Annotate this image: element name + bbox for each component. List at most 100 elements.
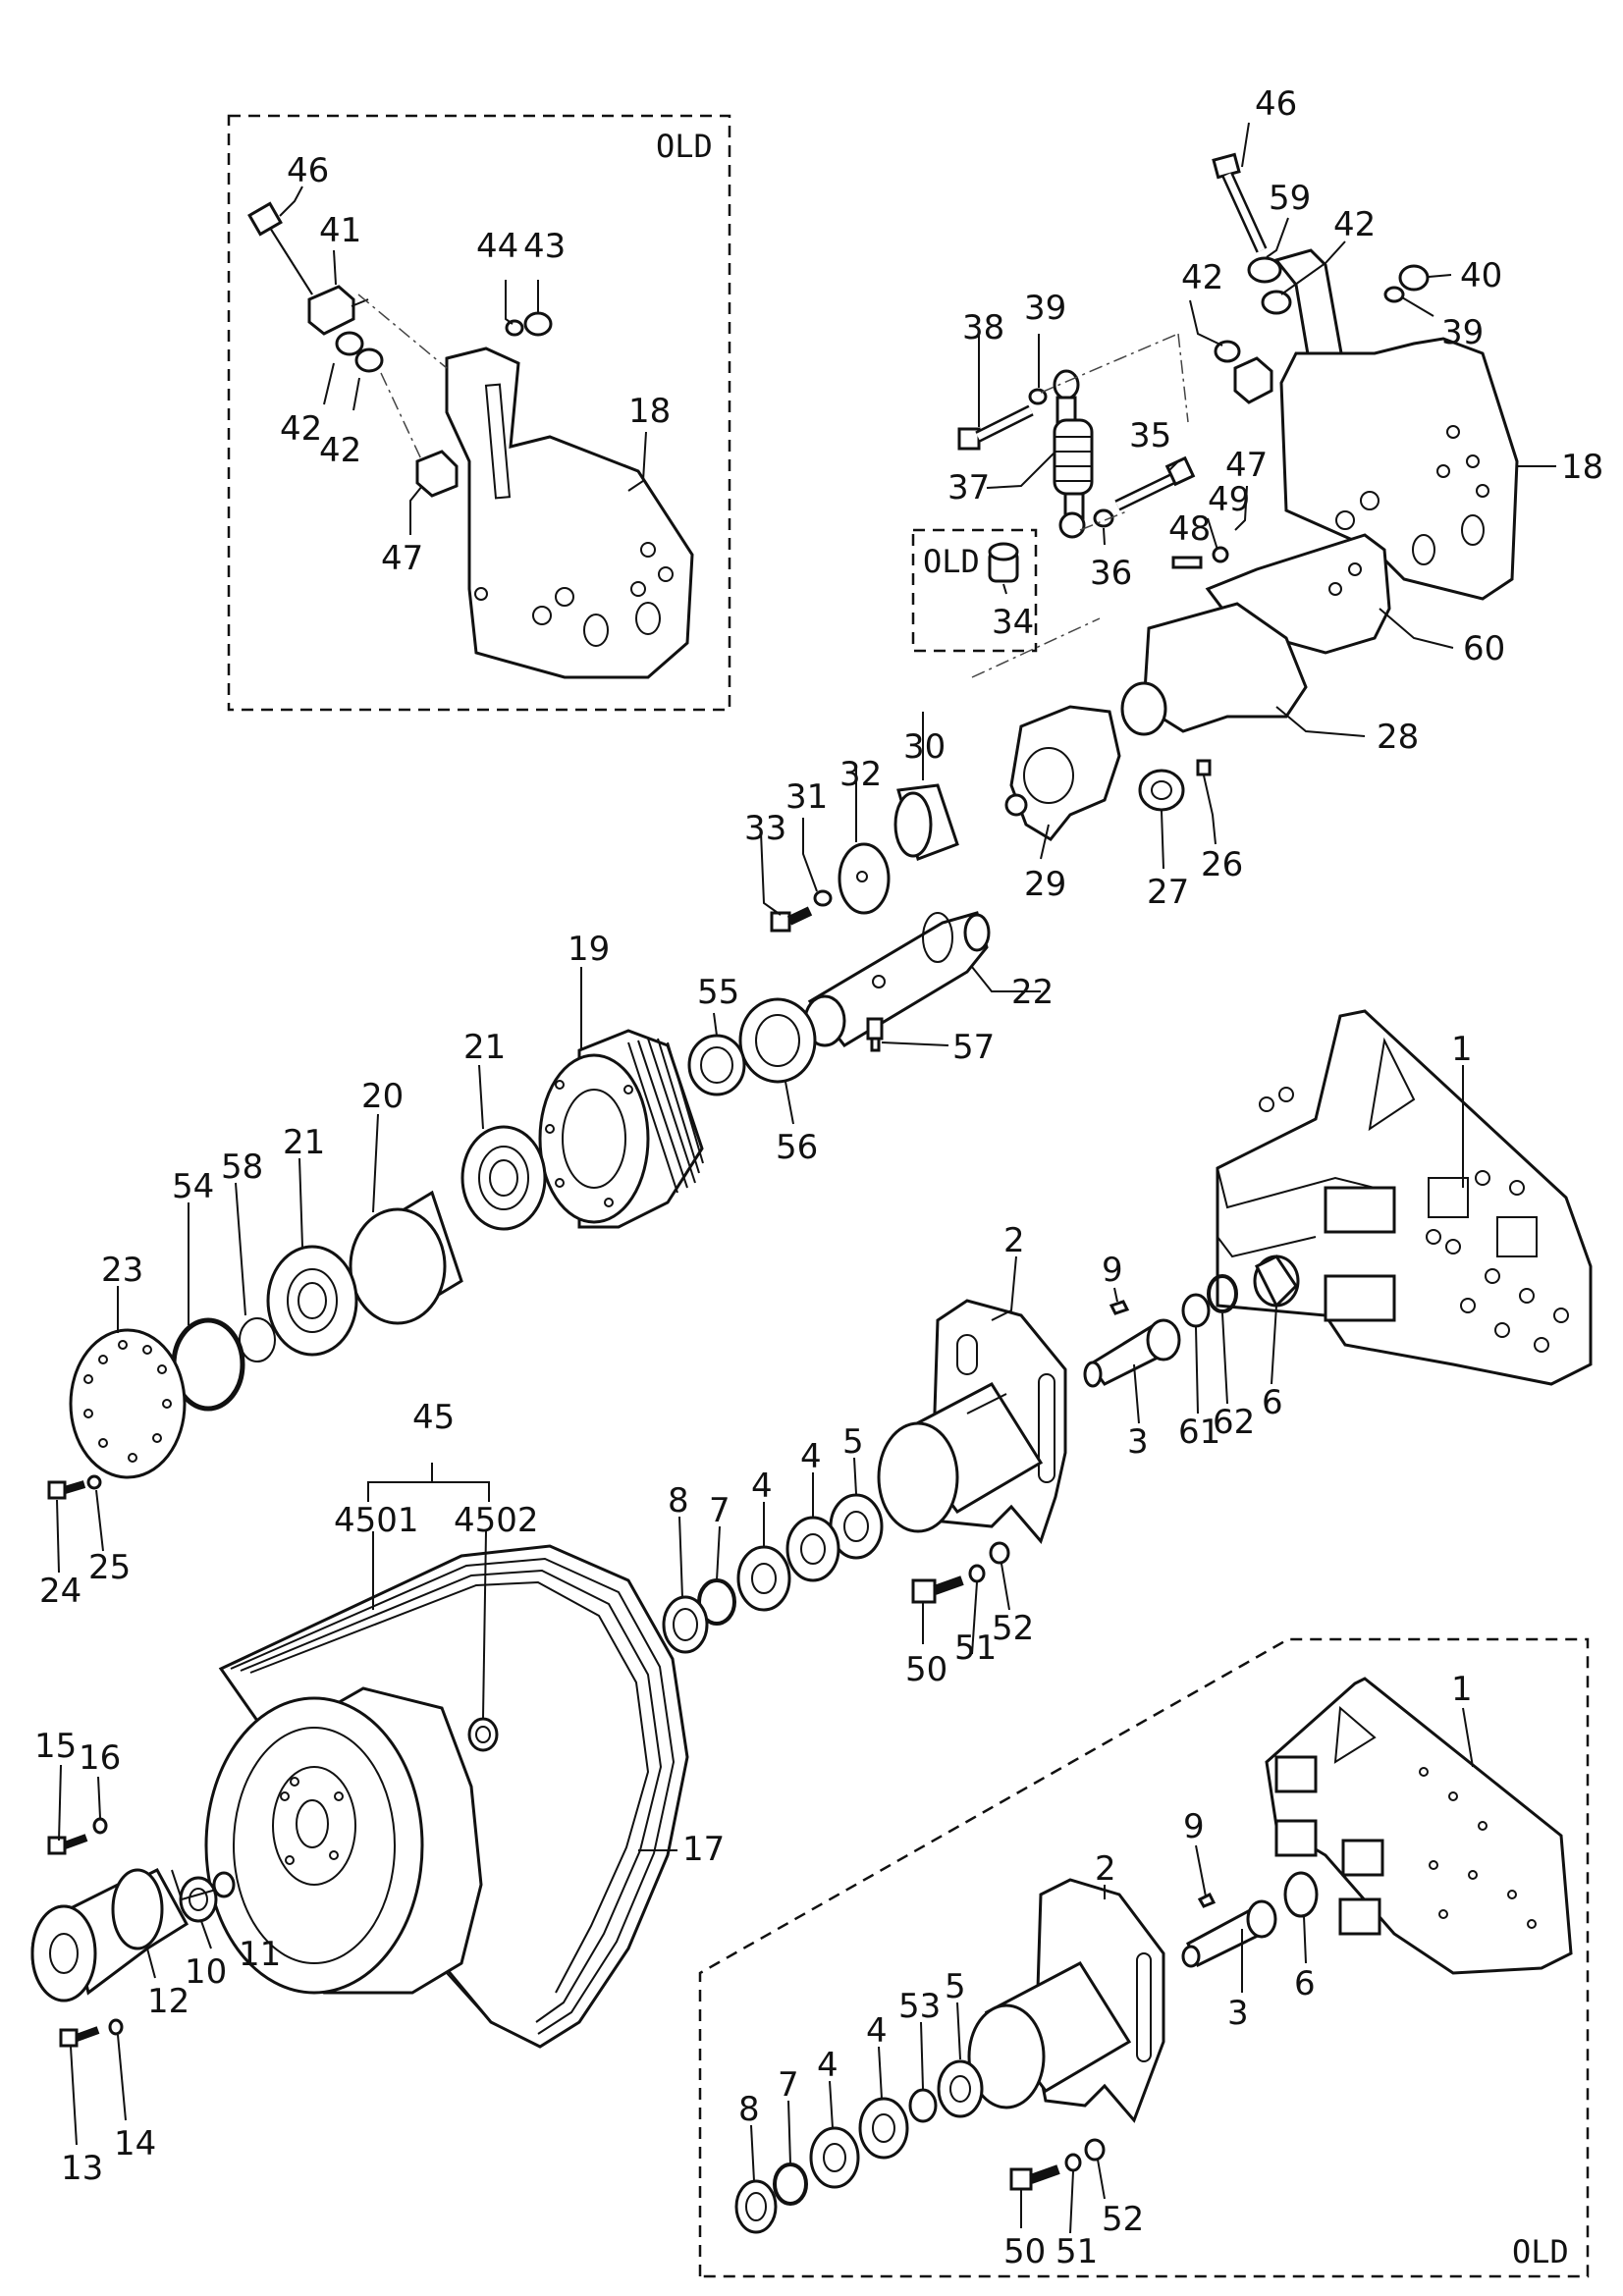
label-39: 39 bbox=[1024, 289, 1066, 328]
part-10-nut bbox=[179, 1876, 218, 1923]
part-2-housing-old bbox=[967, 1878, 1165, 2123]
label-33: 33 bbox=[744, 809, 786, 848]
part-32-washer bbox=[838, 842, 891, 915]
label-50: 50 bbox=[905, 1650, 947, 1689]
part-47-block bbox=[415, 450, 459, 498]
label-3: 3 bbox=[1227, 1994, 1249, 2033]
label-15: 15 bbox=[34, 1727, 77, 1766]
part-34-bushing-old bbox=[988, 542, 1019, 583]
part-39-washer bbox=[1028, 388, 1048, 405]
part-7-snap-ring-old bbox=[773, 2163, 808, 2206]
label-48: 48 bbox=[1168, 509, 1211, 549]
label-56: 56 bbox=[776, 1128, 818, 1167]
label-1: 1 bbox=[1451, 1030, 1473, 1069]
part-4502-bushing bbox=[467, 1717, 499, 1752]
part-24-bolt bbox=[47, 1480, 86, 1500]
part-47-block bbox=[1233, 356, 1273, 404]
part-59-nut bbox=[1247, 256, 1282, 284]
label-30: 30 bbox=[903, 727, 946, 767]
label-54: 54 bbox=[172, 1167, 214, 1206]
label-47: 47 bbox=[1225, 446, 1268, 485]
label-18: 18 bbox=[1561, 448, 1603, 487]
part-21-bearing bbox=[460, 1125, 547, 1231]
label-52: 52 bbox=[1102, 2200, 1144, 2239]
part-12-hub bbox=[30, 1868, 189, 2002]
label-7: 7 bbox=[709, 1491, 730, 1530]
label-42: 42 bbox=[319, 431, 361, 470]
part-18-bracket-old bbox=[445, 347, 694, 679]
part-6-plug-old bbox=[1283, 1871, 1319, 1918]
part-1-frame bbox=[1216, 1009, 1593, 1386]
part-27-nut bbox=[1138, 769, 1185, 812]
part-13-bolt bbox=[59, 2026, 100, 2048]
label-10: 10 bbox=[185, 1952, 227, 1992]
part-9-key bbox=[1109, 1300, 1130, 1315]
part-62-o-ring bbox=[1207, 1274, 1238, 1313]
part-15-bolt bbox=[47, 1834, 88, 1855]
label-60: 60 bbox=[1463, 629, 1505, 668]
label-6: 6 bbox=[1294, 1964, 1316, 2003]
label-28: 28 bbox=[1377, 718, 1419, 757]
part-22-shaft bbox=[803, 911, 991, 1047]
label-51: 51 bbox=[1055, 2232, 1098, 2271]
label-58: 58 bbox=[221, 1148, 263, 1187]
part-56-seal bbox=[738, 997, 817, 1084]
tensioner-assembly: OLD bbox=[770, 152, 1519, 933]
label-11: 11 bbox=[239, 1935, 281, 1974]
label-4: 4 bbox=[751, 1467, 773, 1506]
label-42: 42 bbox=[280, 409, 322, 449]
part-1-frame-old bbox=[1265, 1677, 1573, 1975]
label-29: 29 bbox=[1024, 865, 1066, 904]
label-20: 20 bbox=[361, 1077, 404, 1116]
part-25-washer bbox=[86, 1474, 102, 1490]
part-4-bearing-old bbox=[858, 2097, 909, 2160]
leader-lines bbox=[56, 122, 1556, 2234]
part-46-bolt bbox=[247, 201, 313, 295]
part-49-washer bbox=[1212, 546, 1229, 563]
label-21: 21 bbox=[283, 1123, 325, 1162]
label-23: 23 bbox=[101, 1251, 143, 1290]
label-40: 40 bbox=[1460, 256, 1502, 295]
part-46-bolt bbox=[1212, 152, 1268, 253]
part-21-bearing bbox=[266, 1245, 358, 1357]
label-61: 61 bbox=[1178, 1413, 1220, 1452]
part-51-lockwasher bbox=[968, 1564, 986, 1583]
part-23-cover bbox=[69, 1328, 187, 1479]
label-42: 42 bbox=[1333, 205, 1376, 244]
label-17: 17 bbox=[682, 1830, 725, 1869]
part-6-plug bbox=[1253, 1255, 1300, 1308]
part-14-washer bbox=[108, 2018, 124, 2036]
label-14: 14 bbox=[114, 2124, 156, 2163]
label-53: 53 bbox=[898, 1987, 941, 2026]
label-24: 24 bbox=[39, 1572, 81, 1611]
part-33-bolt bbox=[770, 906, 813, 933]
part-42-nut bbox=[1261, 290, 1292, 315]
part-2-housing bbox=[877, 1299, 1067, 1544]
label-51: 51 bbox=[954, 1629, 997, 1668]
part-52-washer-old bbox=[1084, 2138, 1106, 2162]
part-9-key-old bbox=[1197, 1892, 1217, 1908]
label-12: 12 bbox=[147, 1982, 189, 2021]
part-42-nut bbox=[335, 331, 364, 356]
part-42-nut bbox=[354, 347, 384, 373]
part-26-bolt bbox=[1196, 759, 1212, 776]
label-18: 18 bbox=[628, 392, 671, 431]
part-61-washer bbox=[1181, 1293, 1211, 1328]
label-22: 22 bbox=[1011, 973, 1054, 1012]
label-45: 45 bbox=[412, 1398, 455, 1437]
part-31-washer bbox=[813, 889, 833, 907]
part-42-nut bbox=[1214, 340, 1241, 363]
part-8-seal bbox=[662, 1595, 709, 1654]
old-section-idler-housing: OLD bbox=[698, 1637, 1590, 2278]
part-16-washer bbox=[92, 1817, 108, 1835]
part-19-pulley bbox=[538, 1029, 704, 1229]
old-label: OLD bbox=[656, 128, 713, 165]
old-label: OLD bbox=[923, 543, 980, 580]
part-4-bearing-old bbox=[809, 2126, 860, 2189]
part-43-nut bbox=[523, 311, 553, 337]
part-58-snap-ring bbox=[239, 1317, 276, 1362]
label-9: 9 bbox=[1183, 1807, 1205, 1846]
part-29-housing bbox=[1009, 705, 1121, 841]
label-39: 39 bbox=[1441, 313, 1484, 352]
label-37: 37 bbox=[947, 468, 990, 507]
